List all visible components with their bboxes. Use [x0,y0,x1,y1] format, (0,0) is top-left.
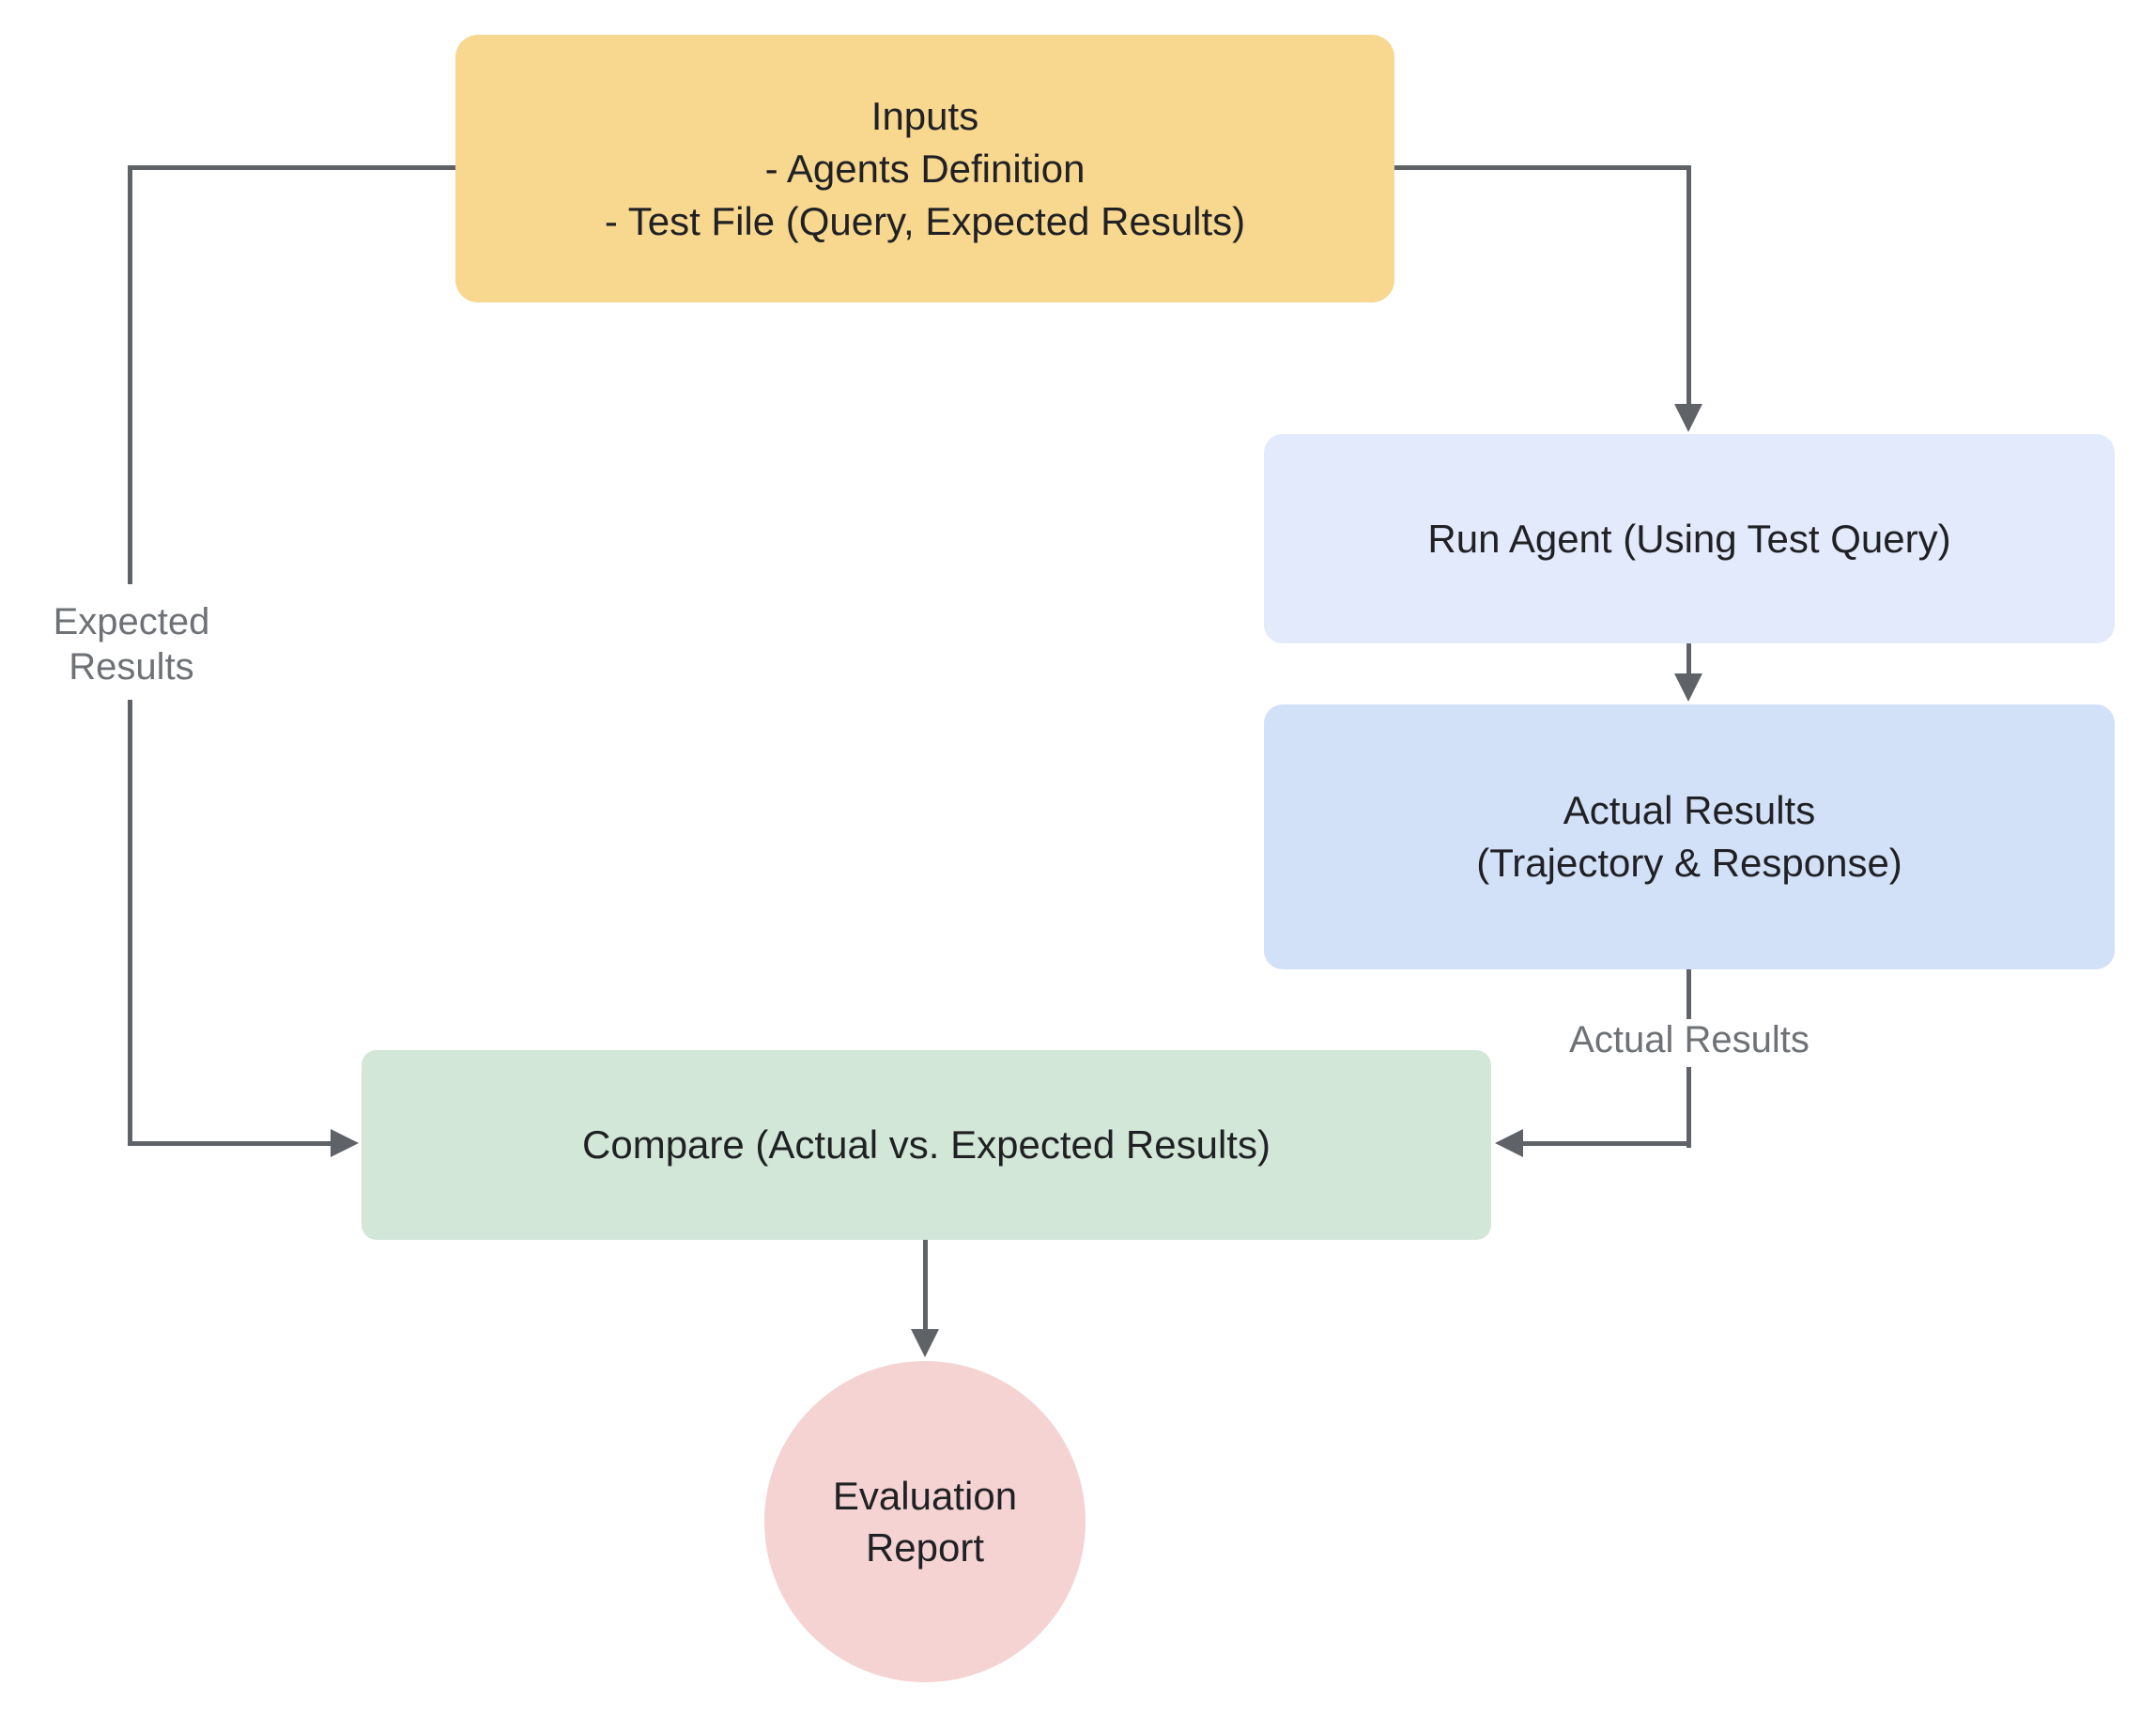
edge-inputs-to-compare-upper-vertical [128,165,132,584]
node-run-agent-label: Run Agent (Using Test Query) [1427,516,1951,561]
edge-actual-results-to-compare-lower-vertical [1686,1067,1691,1148]
node-inputs-line-3: - Test File (Query, Expected Results) [604,198,1246,243]
edge-run-agent-to-actual-results [1686,643,1691,675]
edge-label-expected-results-line-2: Results [69,646,194,688]
node-inputs-line-1: Inputs [870,93,979,138]
edge-inputs-to-compare-lower-vertical [128,700,132,1146]
arrowhead-into-run-agent-icon [1674,404,1702,432]
edge-inputs-to-compare-bottom-segment [128,1141,331,1146]
node-actual-results-line-1: Actual Results [1563,788,1816,832]
edge-label-actual-results: Actual Results [1502,1017,1877,1062]
edge-inputs-to-run-agent-vertical [1686,165,1691,406]
arrowhead-into-compare-left-icon [331,1129,359,1157]
node-evaluation-report-line-2: Report [865,1525,985,1570]
node-compare-label: Compare (Actual vs. Expected Results) [582,1122,1270,1167]
edge-actual-results-to-compare-horizontal [1523,1141,1691,1146]
edge-inputs-to-compare-top-segment [128,165,455,170]
edge-label-actual-results-text: Actual Results [1569,1019,1810,1060]
arrowhead-into-compare-right-icon [1495,1129,1523,1157]
node-actual-results: Actual Results (Trajectory & Response) [1264,704,2115,969]
node-evaluation-report: Evaluation Report [764,1361,1086,1682]
arrowhead-into-actual-results-icon [1674,673,1702,702]
edge-label-expected-results: Expected Results [0,599,263,689]
edge-label-expected-results-line-1: Expected [53,601,210,642]
edge-inputs-to-run-agent-horizontal [1394,165,1691,170]
node-compare: Compare (Actual vs. Expected Results) [362,1050,1491,1240]
arrowhead-into-evaluation-report-icon [911,1329,939,1357]
edge-compare-to-evaluation-report [923,1240,928,1331]
node-inputs-line-2: - Agents Definition [764,146,1086,191]
edge-actual-results-to-compare-upper-vertical [1686,969,1691,1019]
node-actual-results-line-2: (Trajectory & Response) [1476,841,1902,885]
node-run-agent: Run Agent (Using Test Query) [1264,434,2115,643]
node-inputs: Inputs - Agents Definition - Test File (… [455,35,1394,302]
node-evaluation-report-line-1: Evaluation [832,1474,1018,1518]
